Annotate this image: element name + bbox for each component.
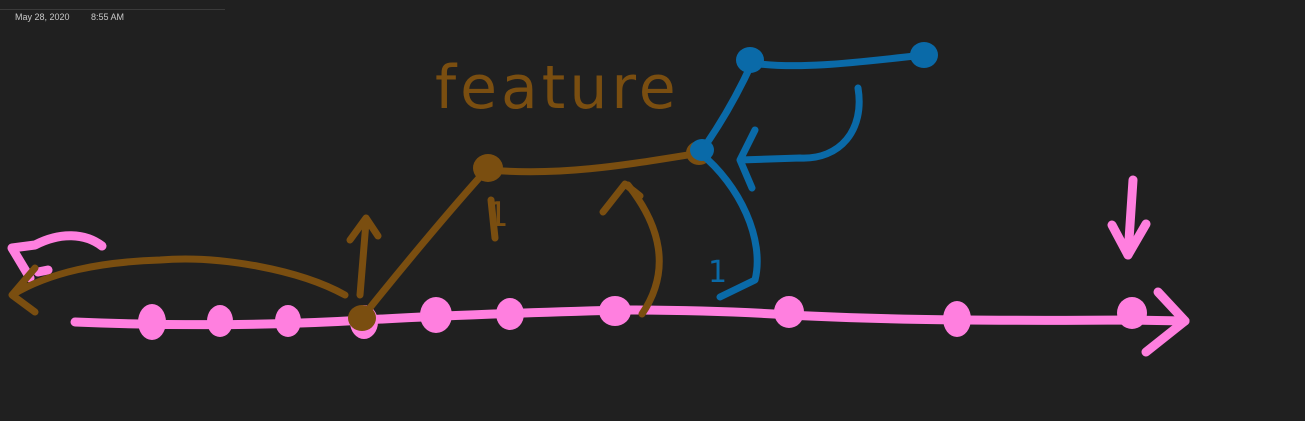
blue-top-segment — [748, 51, 928, 70]
blue-point — [910, 42, 938, 68]
blue-points — [690, 42, 938, 161]
pink-point — [207, 305, 233, 337]
brown-tick-1 — [487, 196, 499, 242]
pink-down-arrow-shaft — [1123, 175, 1138, 260]
blue-point — [736, 47, 764, 73]
pink-point — [420, 297, 452, 333]
pink-point — [496, 298, 524, 330]
brown-feature-path — [8, 149, 704, 323]
blue-hook-arrow — [736, 84, 863, 192]
pink-down-arrowhead — [1107, 219, 1151, 260]
brown-mark-1: 1 — [487, 195, 509, 235]
blue-point — [690, 139, 714, 161]
brown-left-arrow — [8, 255, 349, 316]
pink-point — [774, 296, 804, 328]
pink-right-arrowhead — [1141, 287, 1190, 357]
pink-point — [1117, 297, 1147, 329]
blue-lower-branch — [696, 149, 761, 301]
brown-point — [473, 154, 503, 182]
brown-up-arrow — [346, 214, 382, 299]
blue-mark-1: 1 — [708, 255, 727, 290]
page-header: May 28, 2020 8:55 AM — [0, 0, 225, 24]
note-date: May 28, 2020 — [15, 12, 70, 22]
pink-left-arrow-stroke — [7, 231, 107, 283]
pink-point — [138, 304, 166, 340]
brown-curved-arrow — [599, 180, 663, 318]
blue-feature-path — [696, 51, 928, 301]
brown-point — [348, 305, 376, 331]
pink-point — [599, 296, 631, 326]
brown-top-segment — [484, 149, 704, 176]
pink-point — [275, 305, 301, 337]
pink-number-line — [7, 175, 1190, 357]
blue-upper-diagonal — [696, 59, 756, 157]
feature-label: feature — [435, 53, 680, 123]
pink-point — [943, 301, 971, 337]
header-rule — [0, 9, 225, 10]
brown-diagonal — [357, 164, 492, 323]
note-time: 8:55 AM — [91, 12, 125, 22]
